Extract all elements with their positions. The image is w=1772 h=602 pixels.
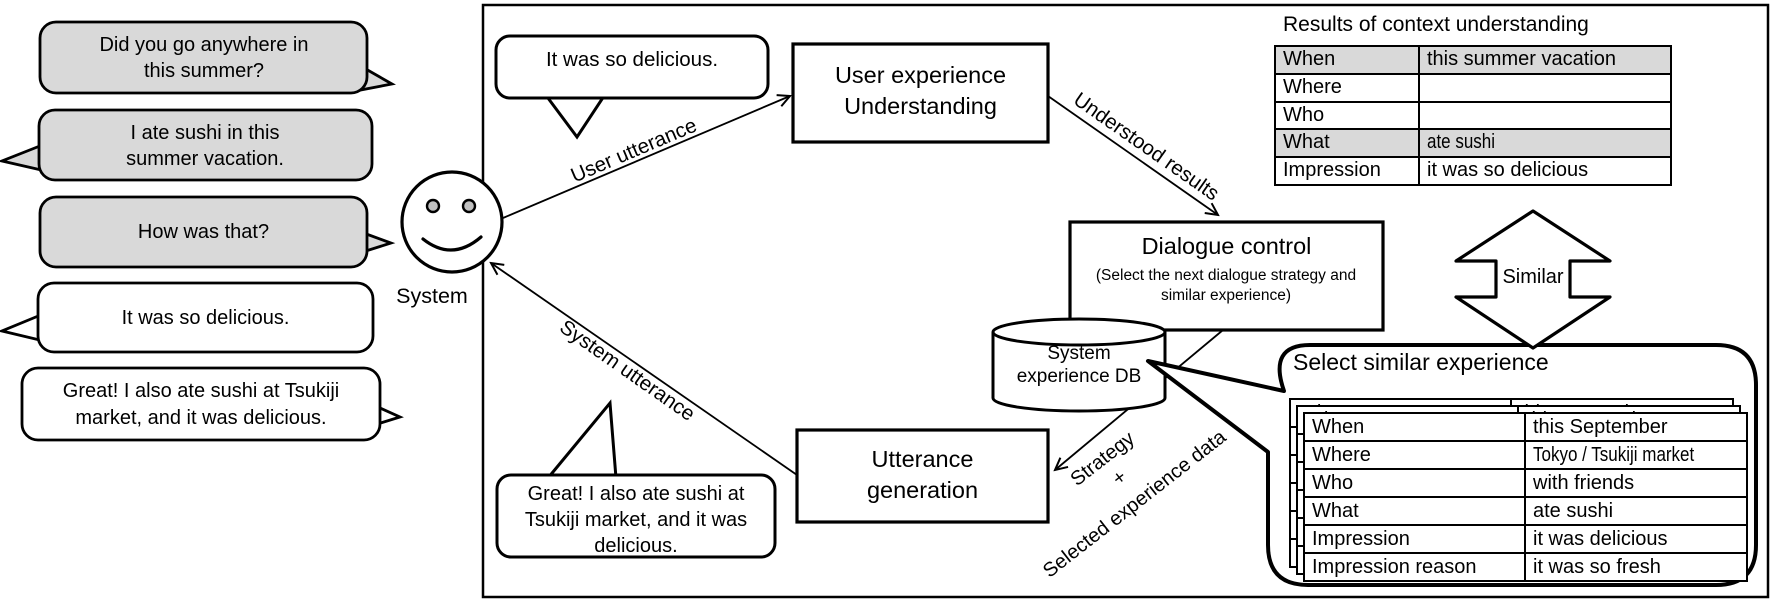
smiley-mouth (421, 235, 483, 252)
similar-row-impression: Impression it was delicious (1305, 524, 1746, 552)
similar-impression-value: it was delicious (1533, 528, 1668, 550)
context-row-impression: Impression it was so delicious (1276, 156, 1670, 184)
understanding-box (791, 42, 1050, 144)
similar-row-who: Who with friends (1305, 468, 1746, 496)
context-impression-label: Impression (1276, 158, 1420, 184)
system-utterance-arrow (491, 263, 798, 476)
similar-row-impression-reason: Impression reason it was so fresh (1305, 552, 1746, 580)
similar-double-arrow (1454, 209, 1612, 350)
understood-results-arrow (1047, 95, 1218, 215)
context-table: When this summer vacation Where Who What… (1274, 45, 1672, 186)
dialogue-control-box (1068, 220, 1385, 332)
context-what-value-text: ate sushi (1427, 131, 1496, 154)
similar-row-what: What ate sushi (1305, 496, 1746, 524)
context-who-label: Who (1276, 102, 1420, 129)
context-when-value: this summer vacation (1427, 48, 1616, 70)
similar-where-value: Tokyo / Tsukiji market (1526, 442, 1746, 468)
similar-row-when: When this September (1305, 414, 1746, 440)
context-where-value (1420, 75, 1670, 101)
smiley-face-icon (400, 170, 504, 274)
experience-db-cylinder-lid (991, 331, 1167, 347)
similar-who-value: with friends (1533, 472, 1635, 494)
context-what-label: What (1276, 130, 1420, 157)
similar-what-value: ate sushi (1533, 500, 1614, 522)
bubble2-body (37, 108, 374, 182)
system-bubble-body (495, 473, 777, 559)
similar-who-label: Who (1305, 470, 1526, 496)
similar-row-where: Where Tokyo / Tsukiji market (1305, 440, 1746, 468)
utterance-generation-box (795, 428, 1050, 524)
context-row-who: Who (1276, 100, 1670, 129)
context-row-where: Where (1276, 72, 1670, 101)
experience-db-cylinder (991, 317, 1167, 413)
smiley-left-eye (425, 198, 441, 214)
bubble5-body (20, 366, 382, 442)
context-impression-value: it was so delicious (1427, 159, 1589, 182)
similar-impression-reason-label: Impression reason (1305, 554, 1526, 580)
context-who-value (1420, 103, 1670, 129)
similar-impression-reason-value: it was so fresh (1533, 556, 1661, 578)
similar-where-value-text: Tokyo / Tsukiji market (1533, 444, 1695, 466)
similar-when-value: this September (1533, 416, 1668, 438)
context-row-what: What ate sushi (1276, 128, 1670, 157)
smiley-right-eye (461, 198, 477, 214)
context-where-label: Where (1276, 74, 1420, 101)
bubble3-body (38, 195, 369, 269)
context-row-when: When this summer vacation (1276, 47, 1670, 73)
context-when-label: When (1276, 47, 1420, 73)
similar-experience-table: When this September Where Tokyo / Tsukij… (1303, 412, 1748, 582)
user-bubble-body (494, 34, 770, 100)
user-utterance-arrow (502, 96, 790, 219)
similar-what-label: What (1305, 498, 1526, 524)
similar-where-label: Where (1305, 442, 1526, 468)
bubble4-body (36, 281, 375, 354)
context-what-value: ate sushi (1420, 130, 1670, 156)
bubble1-body (38, 20, 369, 95)
similar-when-label: When (1305, 414, 1526, 440)
similar-impression-label: Impression (1305, 526, 1526, 552)
